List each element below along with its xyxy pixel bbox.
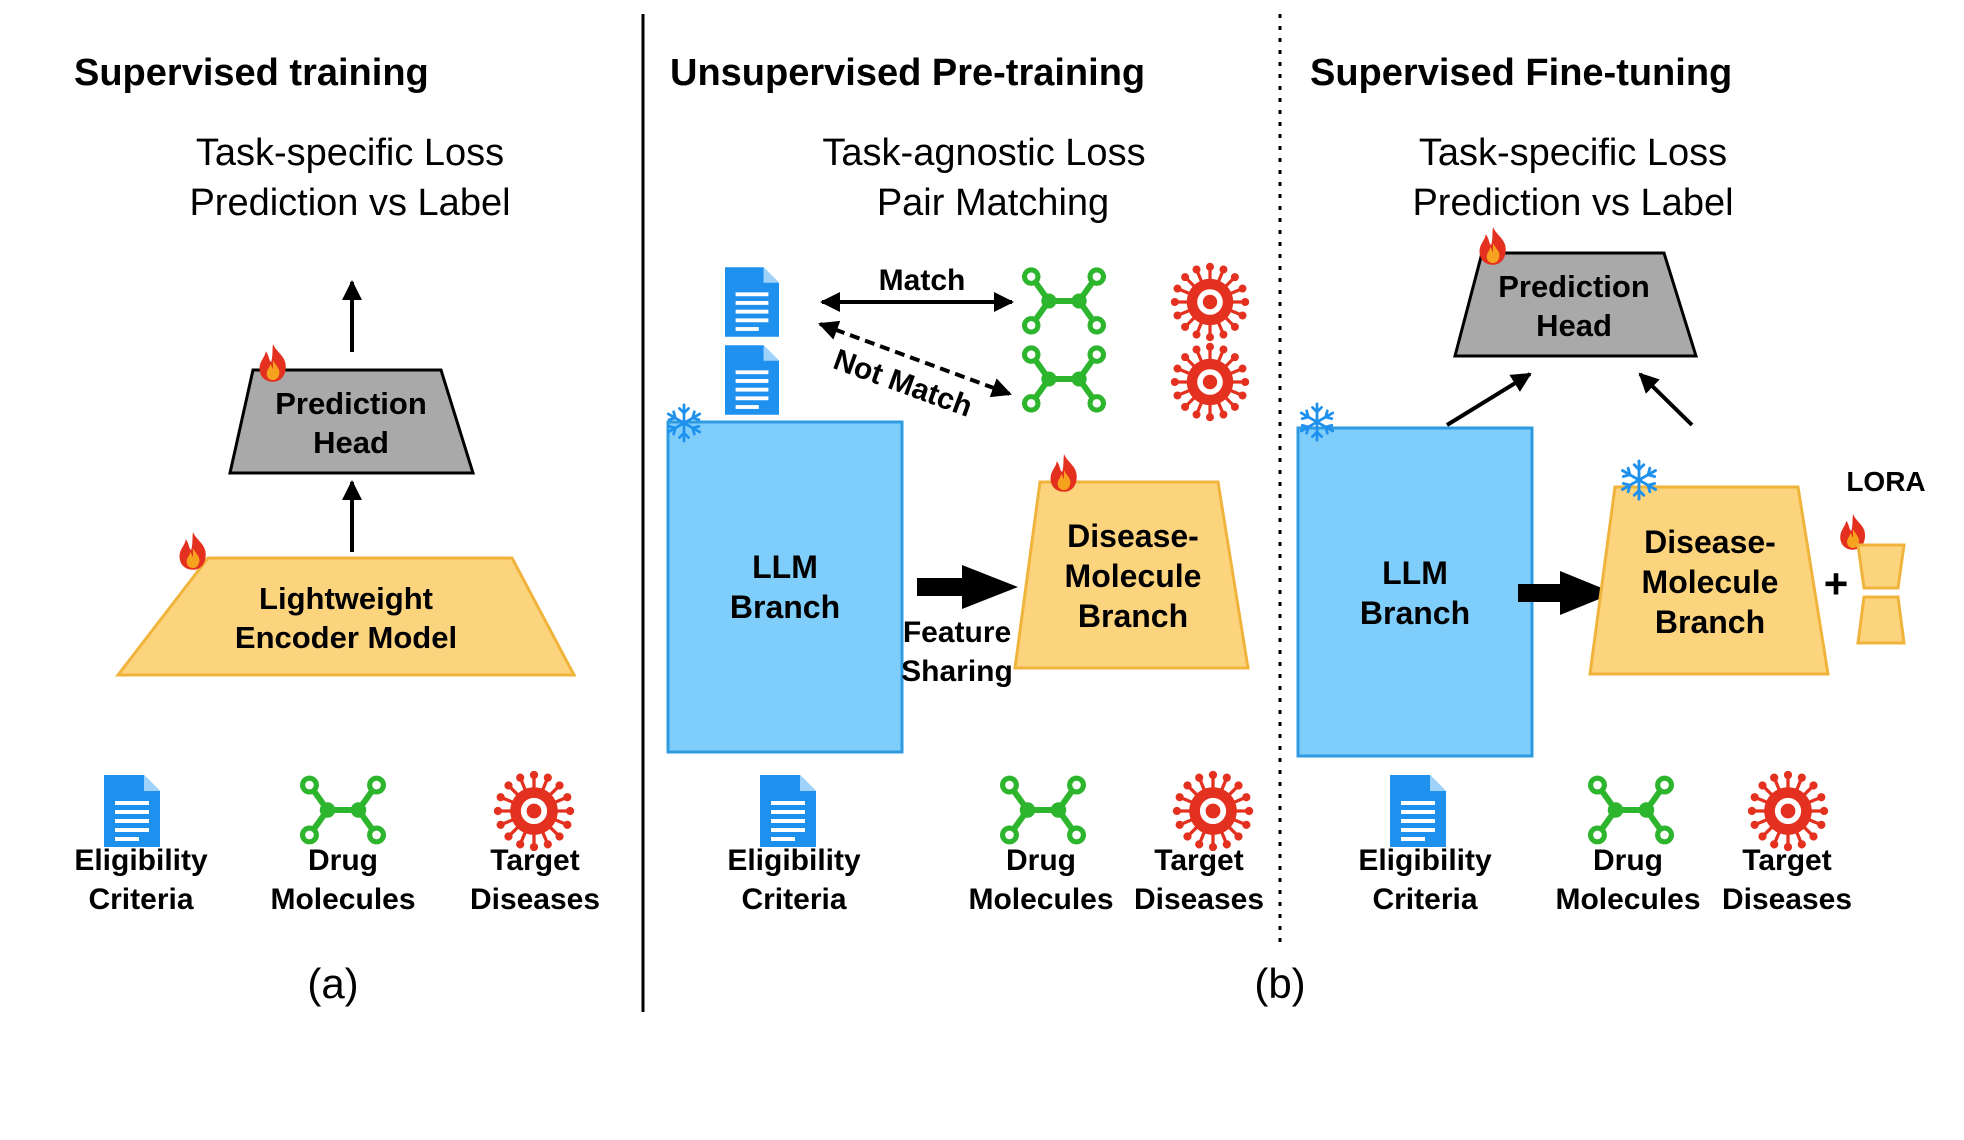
prediction-head-line2: Head (313, 425, 389, 460)
virus-icon (493, 770, 575, 852)
llm-to-head-arrow (1445, 372, 1532, 427)
panel-b2-heading: Supervised Fine-tuning (1310, 52, 1732, 94)
input-label-line1: Target (490, 844, 579, 877)
molecule-icon (1591, 778, 1672, 842)
molecule-icon (1025, 348, 1104, 410)
input-label-line1: Eligibility (727, 844, 861, 877)
panel-a-heading: Supervised training (74, 52, 429, 94)
input-label-line2: Diseases (1134, 883, 1264, 916)
dm-branch-line3: Branch (1078, 598, 1188, 634)
panel-a-loss-line2: Prediction vs Label (189, 182, 510, 224)
input-label-line2: Criteria (741, 883, 846, 916)
document-icon (725, 345, 779, 415)
llm-branch-line2: Branch (1360, 595, 1470, 631)
input-label-line2: Criteria (1372, 883, 1477, 916)
lora-adapter-bottom (1856, 595, 1906, 645)
dm-branch-line3: Branch (1655, 604, 1765, 640)
panel-supervised-training: Supervised training Task-specific Loss P… (74, 52, 600, 1007)
flame-icon (179, 532, 206, 570)
virus-icon (1170, 262, 1250, 342)
flame-icon (1050, 454, 1077, 492)
llm-branch (666, 420, 904, 754)
llm-branch-line1: LLM (1382, 555, 1448, 591)
input-label-line2: Diseases (1722, 883, 1852, 916)
disease-molecule-branch (1588, 485, 1830, 676)
caption-b: (b) (1254, 960, 1305, 1007)
input-label-line1: Eligibility (1358, 844, 1492, 877)
input-label-line1: Target (1154, 844, 1243, 877)
molecule-icon (1003, 778, 1084, 842)
match-label: Match (879, 264, 966, 297)
input-label-line2: Molecules (968, 883, 1113, 916)
virus-icon (1172, 770, 1254, 852)
llm-branch (1296, 426, 1534, 758)
dm-branch-line2: Molecule (1642, 564, 1779, 600)
dm-branch-line1: Disease- (1644, 524, 1776, 560)
panel-b1-heading: Unsupervised Pre-training (670, 52, 1145, 94)
feature-sharing-line1: Feature (903, 616, 1011, 649)
plus-sign: + (1824, 560, 1849, 607)
lora-label: LORA (1846, 466, 1925, 497)
panel-b1-loss-line2: Pair Matching (877, 182, 1109, 224)
feature-sharing-arrow (917, 565, 1018, 609)
document-icon (104, 775, 160, 847)
document-icon (760, 775, 816, 847)
disease-molecule-branch (1013, 480, 1250, 670)
encoder-line1: Lightweight (259, 581, 433, 616)
prediction-head-line1: Prediction (275, 386, 427, 421)
input-label-line2: Diseases (470, 883, 600, 916)
dm-branch-line2: Molecule (1065, 558, 1202, 594)
input-label-line1: Eligibility (74, 844, 208, 877)
molecule-icon (303, 778, 384, 842)
virus-icon (1747, 770, 1829, 852)
input-label-line2: Molecules (1555, 883, 1700, 916)
input-label-line1: Drug (1006, 844, 1076, 877)
panel-unsupervised-pretraining: Unsupervised Pre-training Task-agnostic … (664, 52, 1264, 916)
input-label-line1: Drug (308, 844, 378, 877)
prediction-head (228, 368, 476, 475)
input-label-line1: Drug (1593, 844, 1663, 877)
panel-b2-loss-line2: Prediction vs Label (1412, 182, 1733, 224)
panel-b2-loss-line1: Task-specific Loss (1419, 132, 1727, 174)
virus-icon (1170, 342, 1250, 422)
llm-branch-line2: Branch (730, 589, 840, 625)
panel-supervised-finetuning: Supervised Fine-tuning Task-specific Los… (1296, 52, 1926, 916)
molecule-icon (1025, 270, 1104, 332)
feature-sharing-line2: Sharing (901, 655, 1013, 688)
prediction-head (1453, 251, 1699, 358)
panel-a-loss-line1: Task-specific Loss (196, 132, 504, 174)
llm-branch-line1: LLM (752, 549, 818, 585)
not-match-arrow (818, 320, 1012, 398)
prediction-head-line2: Head (1536, 308, 1612, 343)
lightweight-encoder (114, 556, 577, 677)
document-icon (1390, 775, 1446, 847)
flame-icon (259, 344, 286, 382)
lora-adapter-top (1856, 543, 1906, 590)
dm-to-head-arrow (1638, 372, 1694, 427)
encoder-line2: Encoder Model (235, 620, 457, 655)
input-label-line2: Molecules (270, 883, 415, 916)
panel-b1-loss-line1: Task-agnostic Loss (822, 132, 1145, 174)
input-label-line2: Criteria (88, 883, 193, 916)
input-label-line1: Target (1742, 844, 1831, 877)
document-icon (725, 267, 779, 337)
prediction-head-line1: Prediction (1498, 269, 1650, 304)
caption-a: (a) (307, 960, 358, 1007)
feature-sharing-arrow (1518, 571, 1614, 615)
flame-icon (1479, 227, 1506, 265)
dm-branch-line1: Disease- (1067, 518, 1199, 554)
